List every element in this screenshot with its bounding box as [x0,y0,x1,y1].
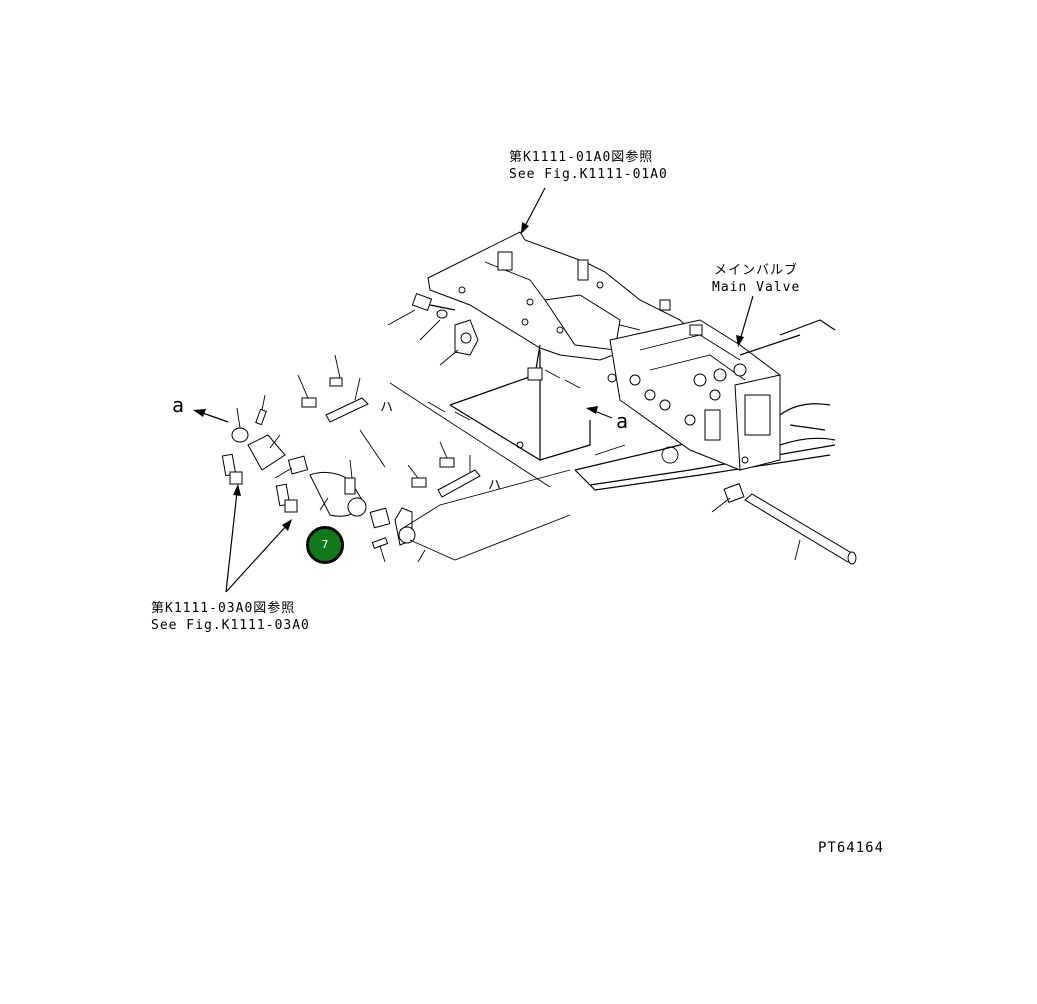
bottom-reference-en: See Fig.K1111-03A0 [151,618,310,633]
top-reference-en: See Fig.K1111-01A0 [509,167,668,182]
marker-a-left: a [172,393,186,417]
callout-7-button[interactable]: 7 [306,526,344,564]
center-linkage-parts [394,441,571,563]
hidden-lines [427,369,581,421]
right-frame [779,319,836,446]
lever-shaft [711,483,857,565]
bolt-set-upper [387,292,479,366]
marker-ha-2: ハ [488,478,503,493]
main-valve-label-en: Main Valve [712,280,801,295]
top-reference-ja: 第K1111-01A0図参照 [509,150,654,165]
main-valve-assembly [607,299,801,471]
marker-a-center: a [616,409,630,433]
left-linkage-parts [231,354,551,563]
arrow-a-left [193,409,229,423]
main-valve-leader [736,295,754,347]
arrow-a-center [586,406,613,419]
main-valve-label-ja: メインバルブ [714,263,799,278]
bottom-reference-ja: 第K1111-03A0図参照 [151,601,296,616]
drawing-number: PT64164 [818,840,885,856]
top-reference-leader [521,187,546,234]
upper-frame-plate [427,231,691,361]
marker-ha-1: ハ [380,400,395,415]
bottom-reference-leaders [221,453,298,593]
